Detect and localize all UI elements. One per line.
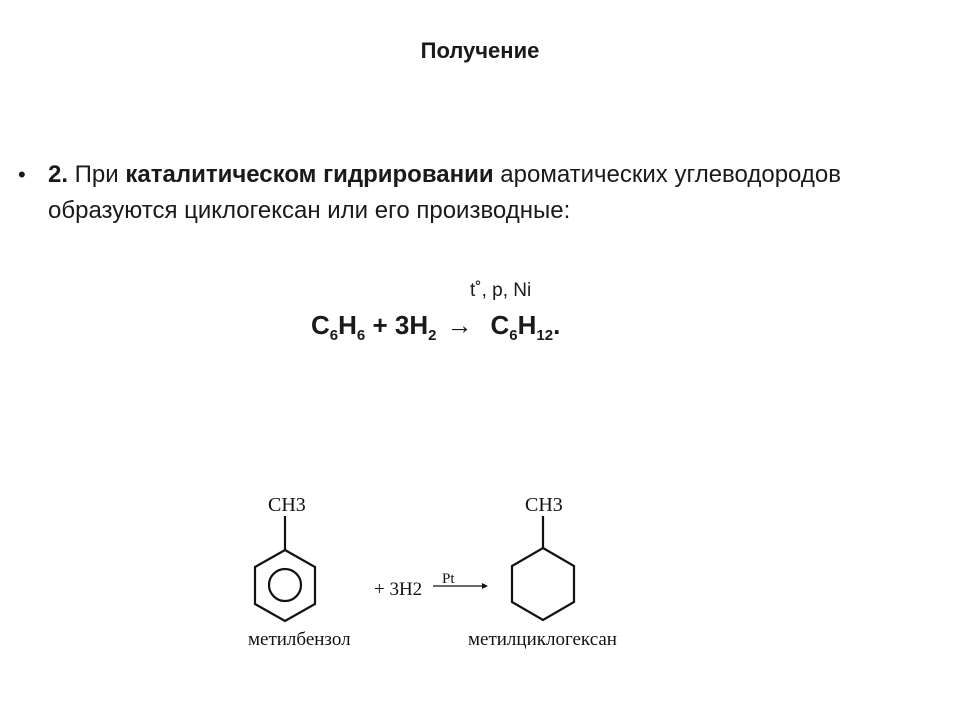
platinum-catalyst: Pt — [442, 571, 455, 587]
slide-title: Получение — [420, 38, 540, 63]
reactant-c-subscript: 6 — [329, 327, 339, 344]
equation-end: . — [553, 310, 561, 340]
bullet-marker: • — [18, 162, 26, 187]
methylbenzene-label: метилбензол — [248, 629, 351, 650]
benzene-ring — [253, 548, 317, 623]
reaction-conditions: t˚, p, Ni — [470, 280, 532, 301]
plus-hydrogen: + 3H — [365, 310, 429, 340]
reactant-c: C — [311, 310, 330, 340]
product-h-subscript: 12 — [536, 327, 554, 344]
reaction-equation: C6H6 + 3H2→C6H12. — [311, 310, 561, 344]
cyclohexane-ring — [510, 546, 576, 622]
product-c: C — [490, 310, 510, 340]
aromatic-circle — [267, 567, 303, 603]
reactant-h-subscript: 6 — [356, 327, 366, 344]
bullet-number: 2. — [48, 161, 69, 188]
scheme-arrow-head — [482, 583, 488, 589]
reaction-scheme: CH3 метилбензол + 3H2 Pt CH3 метилциклог… — [248, 494, 617, 650]
hydrogen-subscript: 2 — [428, 327, 437, 344]
methyl-group-right: CH3 — [525, 494, 563, 516]
product-c-subscript: 6 — [509, 327, 518, 344]
reactant-h: H — [338, 310, 357, 340]
bullet-text: 2. При каталитическом гидрировании арома… — [48, 157, 868, 229]
reaction-arrow: → — [446, 310, 473, 340]
bullet-text-part-1: При — [68, 161, 126, 188]
methylcyclohexane-label: метилциклогексан — [468, 629, 617, 650]
methyl-group-left: CH3 — [268, 494, 306, 516]
bullet-text-bold: каталитическом гидрировании — [125, 161, 494, 188]
hydrogen-reagent: + 3H2 — [374, 579, 422, 600]
bullet-text-part-2: ароматических углеводородов образуются ц… — [48, 161, 841, 224]
product-h: H — [517, 310, 537, 340]
